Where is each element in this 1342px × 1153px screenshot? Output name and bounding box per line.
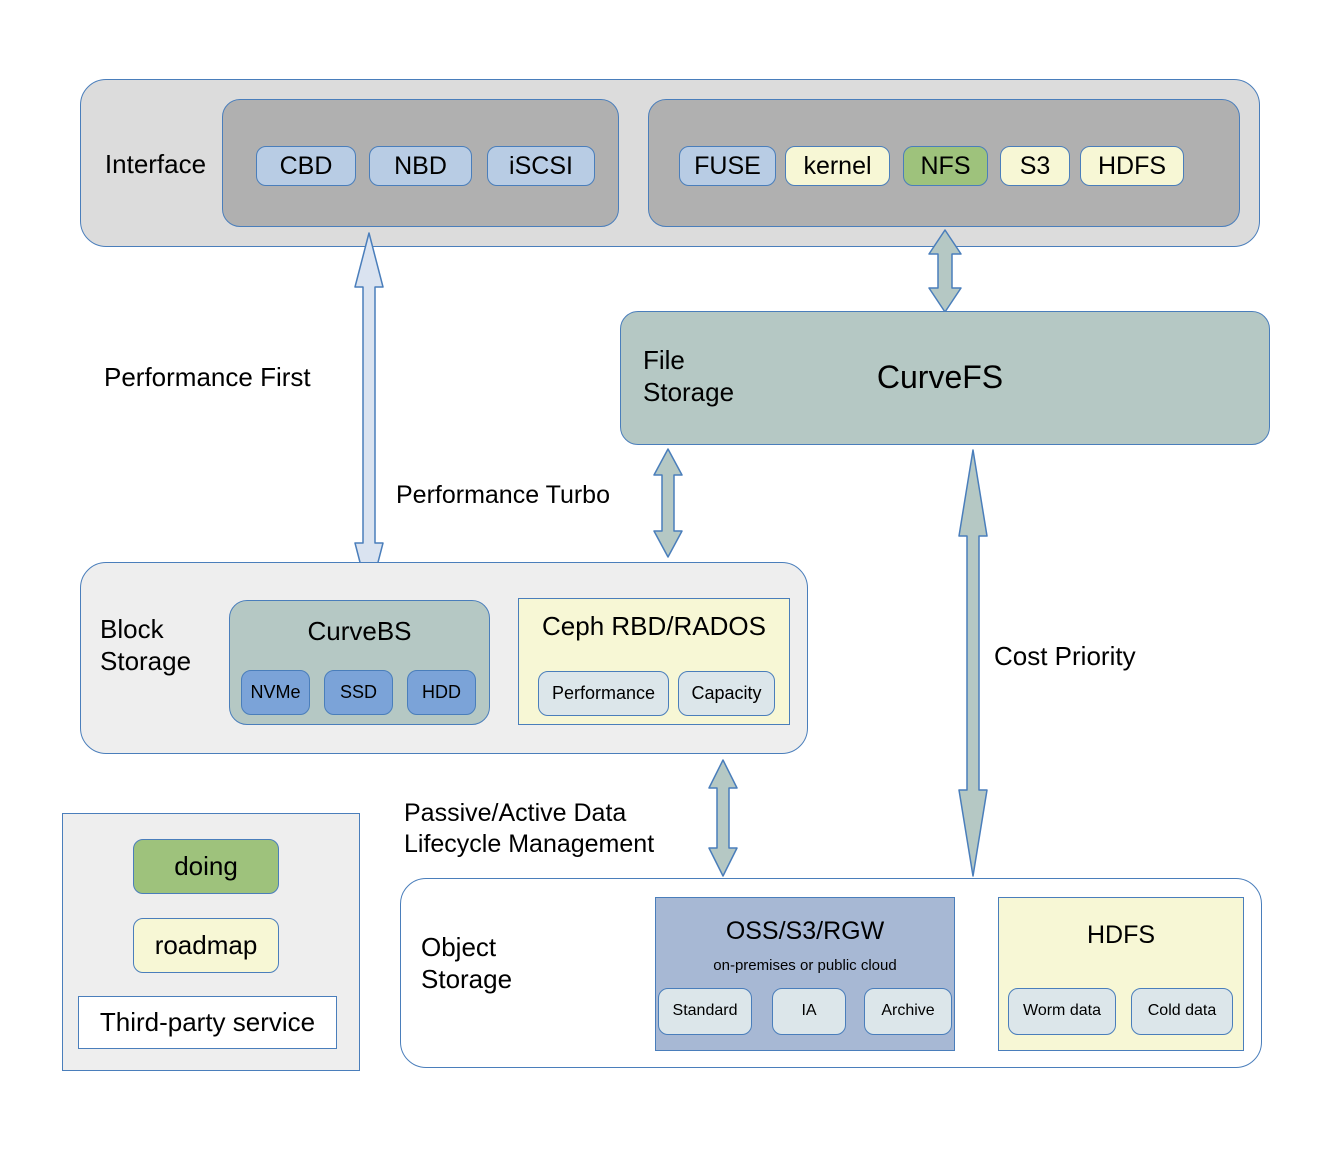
arrow-performance-turbo [650, 447, 686, 559]
interface-row-label: Interface [104, 149, 207, 180]
interface-chip-nfs[interactable]: NFS [903, 146, 988, 186]
label-lifecycle: Passive/Active Data Lifecycle Management [404, 799, 655, 858]
interface-chip-kernel[interactable]: kernel [785, 146, 890, 186]
oss-tier-ia[interactable]: IA [772, 988, 846, 1035]
legend-item-third-party: Third-party service [78, 996, 337, 1049]
oss-title: OSS/S3/RGW [725, 916, 885, 945]
arrow-lifecycle [705, 758, 741, 878]
curvebs-media-hdd[interactable]: HDD [407, 670, 476, 715]
oss-tier-standard[interactable]: Standard [658, 988, 752, 1035]
curvefs-title: CurveFS [876, 358, 1004, 395]
label-performance-turbo: Performance Turbo [396, 481, 610, 509]
arrow-cost-priority [953, 448, 993, 878]
object-storage-row-label: Object Storage [421, 932, 513, 994]
interface-chip-s3[interactable]: S3 [1000, 146, 1070, 186]
arrow-interface-to-curvefs [924, 228, 966, 314]
ceph-title: Ceph RBD/RADOS [542, 611, 766, 642]
curvebs-media-ssd[interactable]: SSD [324, 670, 393, 715]
interface-chip-cbd[interactable]: CBD [256, 146, 356, 186]
object-hdfs-tier-worm[interactable]: Worm data [1008, 988, 1116, 1035]
legend-item-doing: doing [133, 839, 279, 894]
label-performance-first: Performance First [104, 362, 311, 392]
ceph-tier-performance[interactable]: Performance [538, 671, 669, 716]
file-storage-container [620, 311, 1270, 445]
label-cost-priority: Cost Priority [994, 641, 1136, 671]
interface-chip-hdfs[interactable]: HDFS [1080, 146, 1184, 186]
oss-tier-archive[interactable]: Archive [864, 988, 952, 1035]
arrow-performance-first [350, 231, 388, 599]
interface-chip-iscsi[interactable]: iSCSI [487, 146, 595, 186]
object-hdfs-tier-cold[interactable]: Cold data [1131, 988, 1233, 1035]
curvebs-media-nvme[interactable]: NVMe [241, 670, 310, 715]
file-storage-row-label: File Storage [643, 345, 735, 407]
interface-chip-nbd[interactable]: NBD [369, 146, 472, 186]
block-storage-row-label: Block Storage [100, 614, 192, 676]
legend-item-roadmap: roadmap [133, 918, 279, 973]
curvebs-title: CurveBS [307, 616, 412, 647]
object-hdfs-title: HDFS [1086, 920, 1156, 949]
oss-subtitle: on-premises or public cloud [713, 957, 897, 975]
ceph-tier-capacity[interactable]: Capacity [678, 671, 775, 716]
interface-chip-fuse[interactable]: FUSE [679, 146, 776, 186]
